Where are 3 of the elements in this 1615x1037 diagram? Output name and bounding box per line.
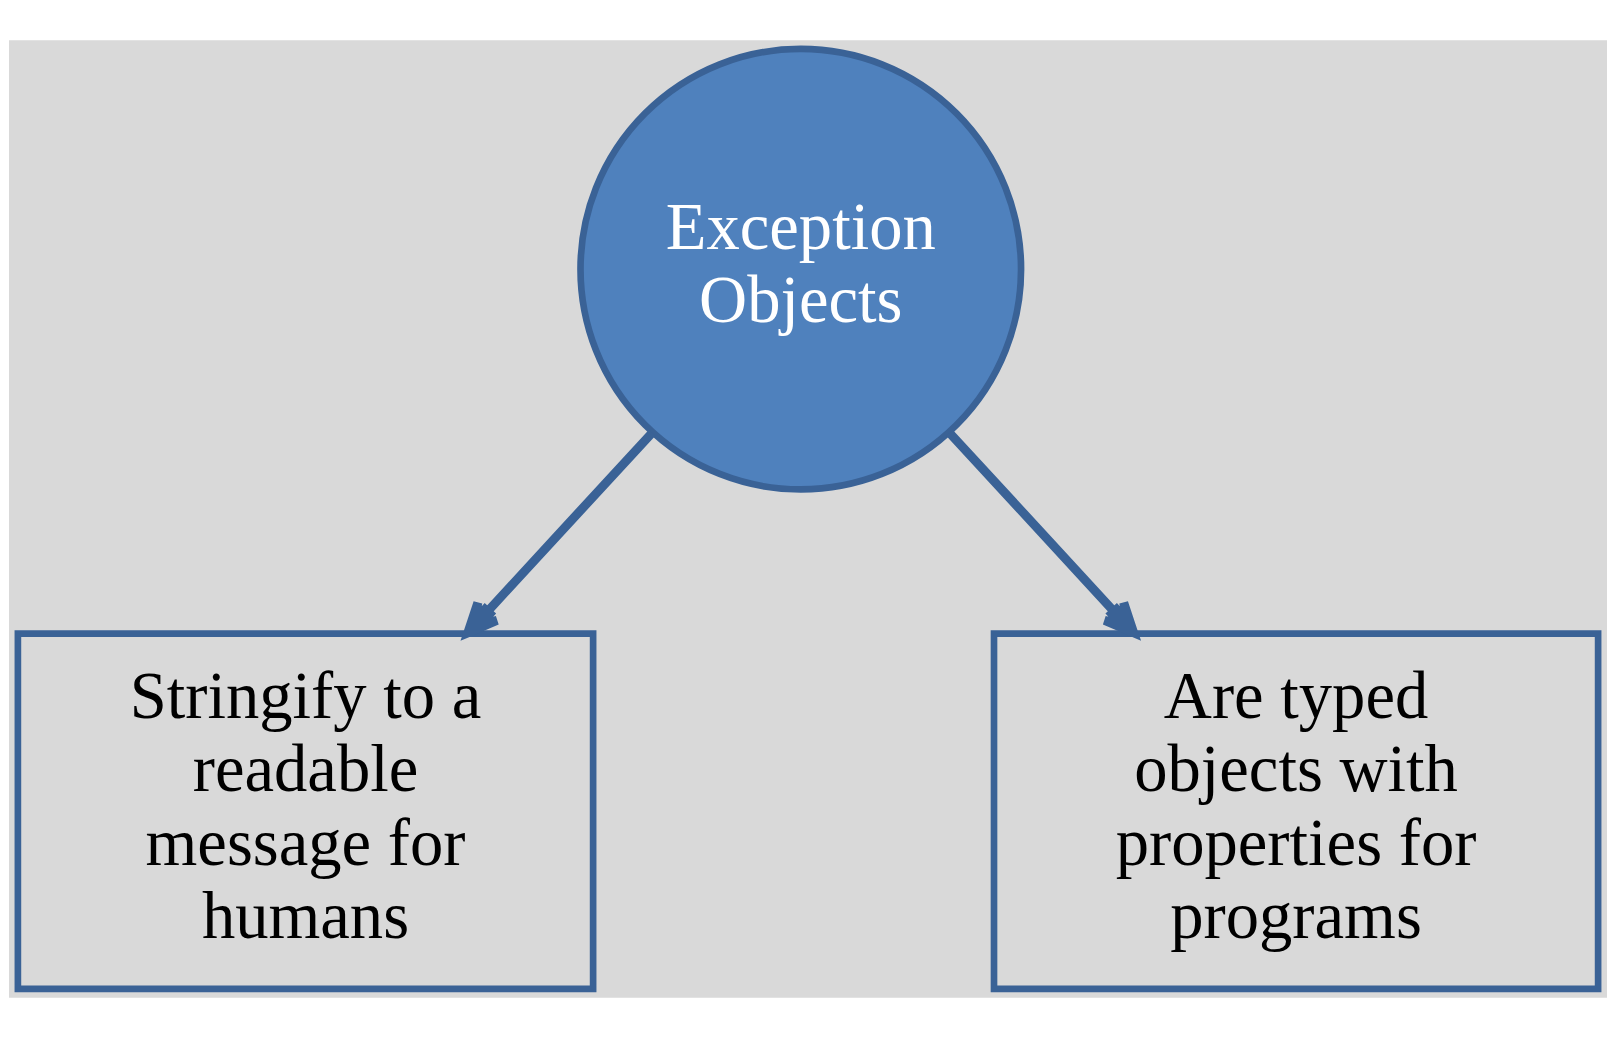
node-box: Stringify to a readable message for humans (14, 629, 596, 992)
node-box: Are typed objects with properties for programs (990, 629, 1601, 992)
node-circle: Exception Objects (576, 45, 1024, 493)
